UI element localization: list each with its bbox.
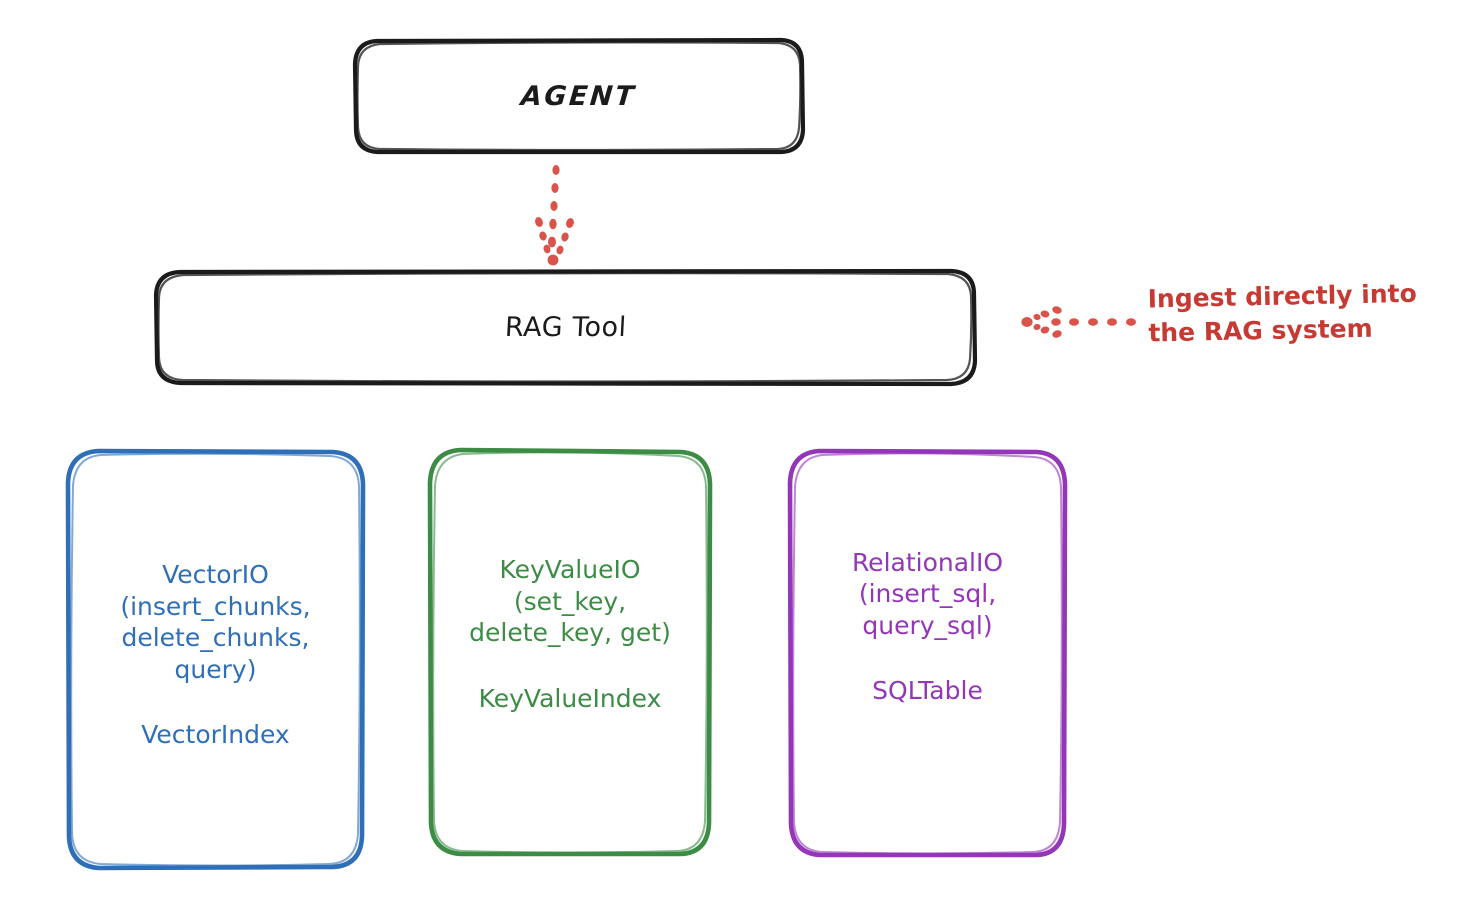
ingest-annotation-label: Ingest directly into the RAG system	[1147, 278, 1418, 347]
rag-tool-node-label: RAG Tool	[503, 312, 628, 343]
vector-index-label: VectorIndex	[141, 720, 290, 750]
relational-io-api-label: RelationalIO (insert_sql, query_sql)	[851, 547, 1004, 640]
rag-tool-node[interactable]: RAG Tool	[156, 271, 975, 384]
vector-io-api-label: VectorIO (insert_chunks, delete_chunks, …	[120, 560, 311, 684]
key-value-io-node[interactable]: KeyValueIO (set_key, delete_key, get) Ke…	[430, 450, 710, 854]
connector-agent-to-rag-tool	[535, 165, 574, 266]
relational-io-node[interactable]: RelationalIO (insert_sql, query_sql) SQL…	[790, 450, 1065, 855]
key-value-index-label: KeyValueIndex	[478, 683, 662, 713]
connector-ingest-to-rag-tool	[1021, 306, 1136, 338]
key-value-io-api-label: KeyValueIO (set_key, delete_key, get)	[469, 555, 671, 647]
sql-table-label: SQLTable	[872, 676, 983, 705]
agent-node[interactable]: AGENT	[355, 40, 803, 153]
vector-io-node[interactable]: VectorIO (insert_chunks, delete_chunks, …	[68, 450, 363, 868]
agent-node-label: AGENT	[520, 81, 638, 112]
